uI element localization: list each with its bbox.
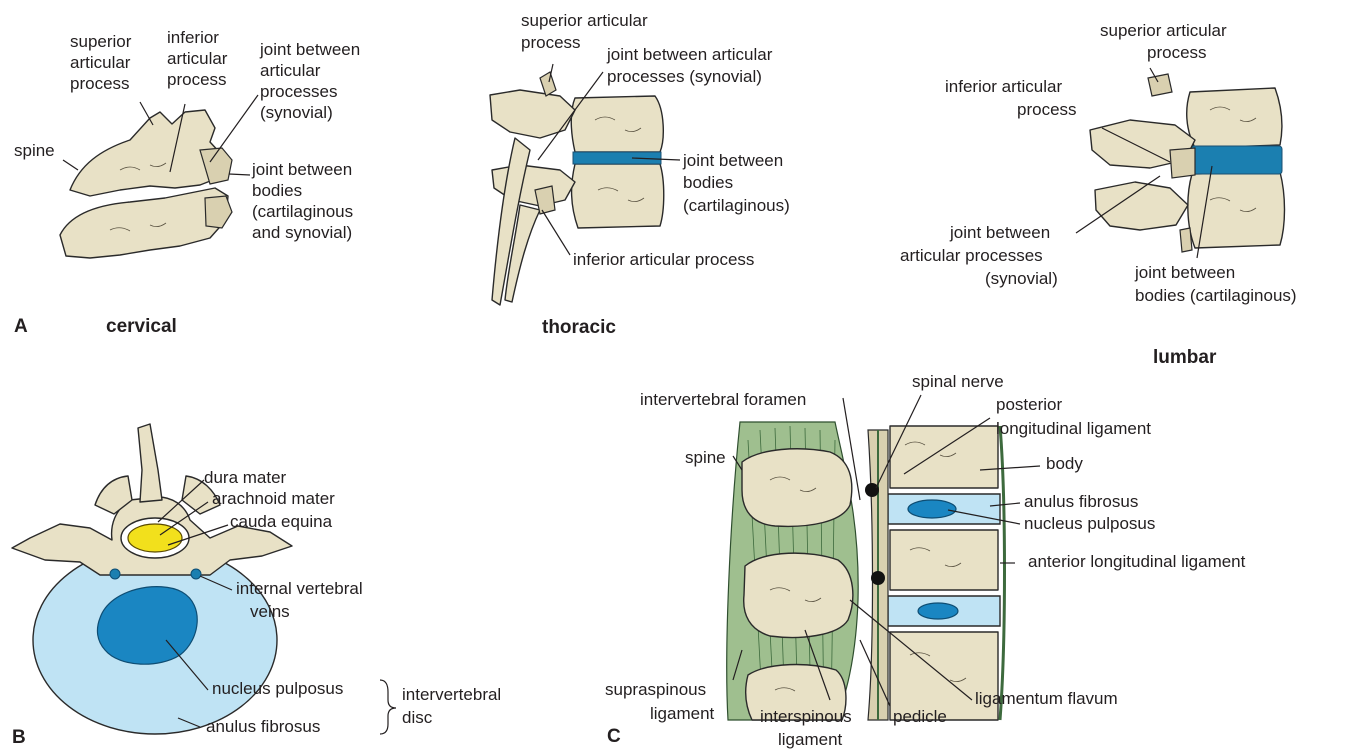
panel-a-letter: A	[14, 316, 28, 337]
cervical-vertebrae-illustration	[60, 110, 232, 258]
anterior-longitudinal-ligament-label: anterior longitudinal ligament	[1028, 552, 1246, 571]
intervertebral-disc-label: intervertebral disc	[402, 685, 506, 727]
panel-c-spine-label: spine	[685, 448, 726, 467]
lumbar-vertebrae-illustration	[1090, 74, 1285, 252]
lumbar-inferior-articular-label: inferior articular process	[945, 77, 1077, 119]
dura-mater-label: dura mater	[204, 468, 287, 487]
cervical-spine-label: spine	[14, 141, 55, 160]
thoracic-inferior-articular-label: inferior articular process	[573, 250, 754, 269]
cervical-superior-articular-label: superior articular process	[70, 32, 136, 93]
lumbar-joint-articular-label: joint between articular processes (synov…	[900, 223, 1058, 288]
thoracic-joint-articular-label: joint between articular processes (synov…	[606, 45, 777, 86]
intervertebral-foramen-label: intervertebral foramen	[640, 390, 806, 409]
panel-c-letter: C	[607, 726, 621, 747]
thoracic-caption: thoracic	[542, 317, 616, 338]
thoracic-joint-bodies-label: joint between bodies (cartilaginous)	[682, 151, 790, 215]
cervical-inferior-articular-label: inferior articular process	[167, 28, 232, 89]
cervical-caption: cervical	[106, 316, 177, 337]
lumbar-caption: lumbar	[1153, 347, 1217, 368]
lumbar-superior-articular-label: superior articular process	[1100, 21, 1231, 62]
arachnoid-mater-label: arachnoid mater	[212, 489, 335, 508]
interspinous-ligament-label: interspinous ligament	[760, 707, 856, 749]
panel-b-anulus-fibrosus-label: anulus fibrosus	[206, 717, 320, 736]
panel-b-letter: B	[12, 727, 26, 748]
cauda-equina-label: cauda equina	[230, 512, 333, 531]
posterior-longitudinal-ligament-label: posterior longitudinal ligament	[996, 395, 1151, 438]
panel-b-nucleus-pulposus-label: nucleus pulposus	[212, 679, 343, 698]
body-label: body	[1046, 454, 1083, 473]
lumbar-joint-bodies-label: joint between bodies (cartilaginous)	[1134, 263, 1297, 305]
spinal-nerve-label: spinal nerve	[912, 372, 1004, 391]
spine-sagittal-section-illustration	[727, 422, 1005, 720]
panel-c-nucleus-pulposus-label: nucleus pulposus	[1024, 514, 1155, 533]
panel-c-anulus-fibrosus-label: anulus fibrosus	[1024, 492, 1138, 511]
ligamentum-flavum-label: ligamentum flavum	[975, 689, 1118, 708]
cervical-joint-articular-label: joint between articular processes (synov…	[259, 40, 365, 122]
pedicle-label: pedicle	[893, 707, 947, 726]
supraspinous-ligament-label: supraspinous ligament	[605, 680, 715, 723]
cervical-joint-bodies-label: joint between bodies (cartilaginous and …	[251, 160, 358, 242]
